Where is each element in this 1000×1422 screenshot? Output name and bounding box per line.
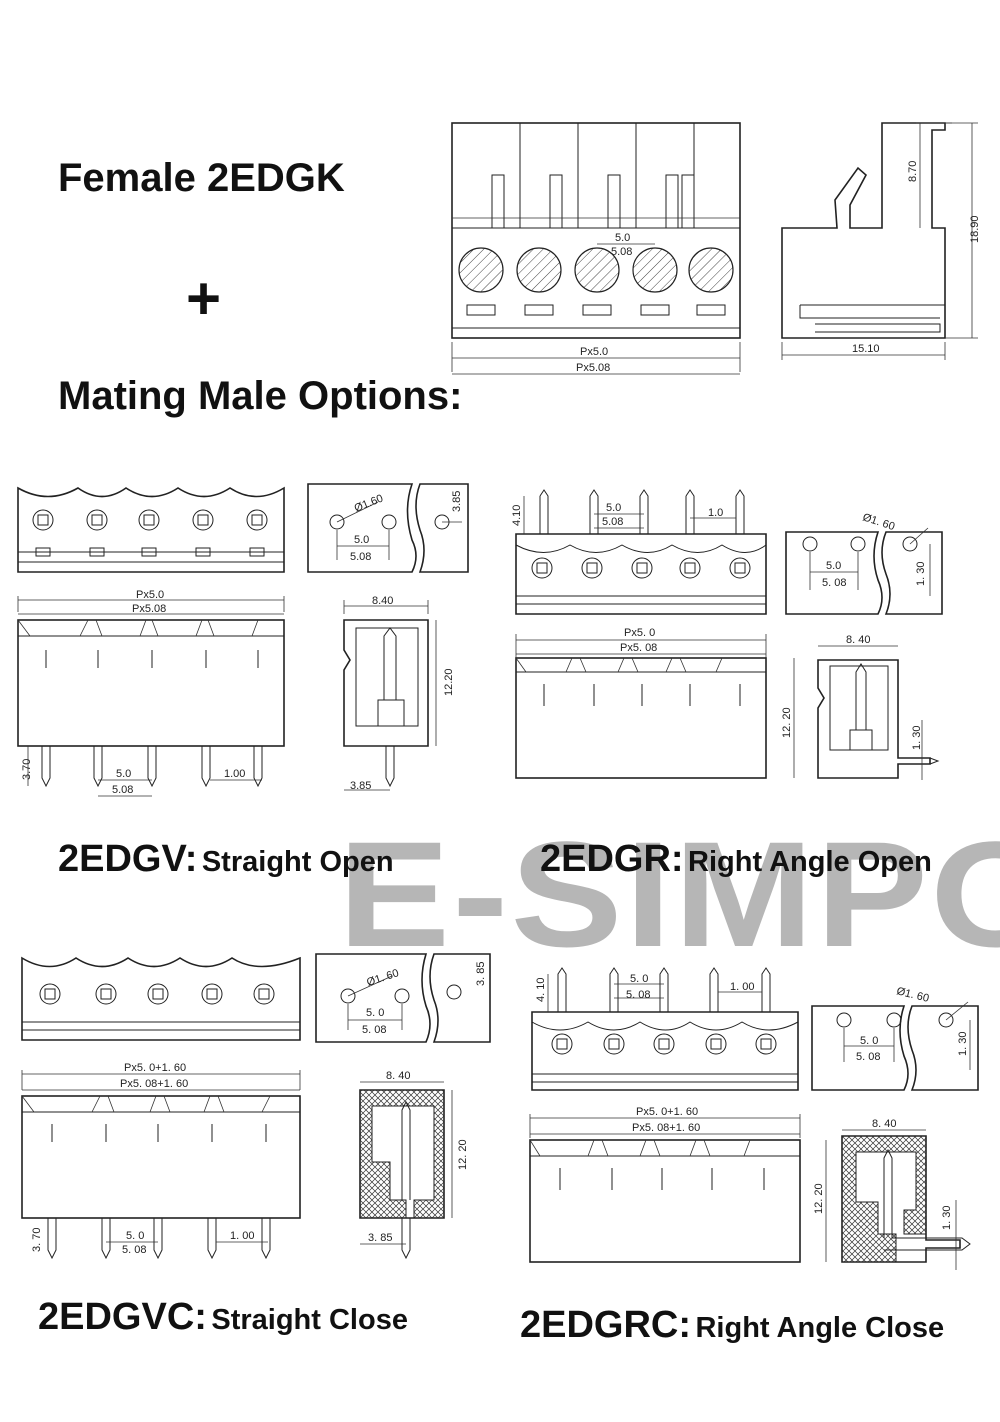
vc-dim-h: 12. 20 — [457, 1139, 469, 1170]
vc-dim-s1: 5. 0 — [366, 1007, 384, 1019]
rc-dim-pin: 4. 10 — [535, 978, 547, 1002]
v-pins — [27, 650, 263, 797]
v-front-view — [17, 596, 285, 747]
v-dim-e: 3.85 — [451, 491, 463, 512]
vc-dim-px1: Px5. 0+1. 60 — [124, 1062, 186, 1074]
rc-dim-px2: Px5. 08+1. 60 — [632, 1122, 700, 1134]
vc-dim-off: 3. 85 — [368, 1232, 392, 1244]
variant-label-v: 2EDGV: Straight Open — [58, 838, 394, 881]
r-dim-e: 1. 30 — [915, 562, 927, 586]
female-dim-w: 15.10 — [852, 343, 880, 355]
vc-dim-pw: 1. 00 — [230, 1230, 254, 1242]
plus-sign: + — [186, 265, 222, 332]
female-pitch-2: 5.08 — [611, 246, 632, 258]
rc-dim-px1: Px5. 0+1. 60 — [636, 1106, 698, 1118]
r-dim-px1: Px5. 0 — [624, 627, 655, 639]
rc-dim-s1: 5. 0 — [860, 1035, 878, 1047]
variant-code: 2EDGR: — [540, 838, 684, 880]
v-dim-pp1: 5.0 — [116, 768, 131, 780]
rc-top-view — [531, 967, 799, 1091]
r-dim-e2: 1. 30 — [911, 726, 923, 750]
vc-dim-pp2: 5. 08 — [122, 1244, 146, 1256]
vc-dim-e: 3. 85 — [475, 962, 487, 986]
v-dim-off: 3.85 — [350, 780, 371, 792]
v-dim-pin: 3.70 — [21, 759, 33, 780]
variant-code: 2EDGRC: — [520, 1304, 692, 1346]
female-heading: Female 2EDGK — [58, 156, 345, 200]
vc-dim-s2: 5. 08 — [362, 1024, 386, 1036]
vc-dim-pp1: 5. 0 — [126, 1230, 144, 1242]
v-hole-view — [307, 483, 469, 573]
v-dim-s2: 5.08 — [350, 551, 371, 563]
rc-hole-view — [811, 1001, 979, 1091]
r-hole-view — [785, 527, 943, 615]
vc-side-view — [359, 1081, 453, 1260]
v-dim-dia: Ø1.60 — [353, 492, 385, 514]
mating-heading: Mating Male Options: — [58, 374, 463, 418]
rc-dim-pw: 1. 00 — [730, 981, 754, 993]
r-side-view — [817, 645, 940, 780]
rc-front-view — [529, 1114, 827, 1263]
variant-desc: Straight Open — [201, 846, 394, 878]
rc-dim-e2: 1. 30 — [941, 1206, 953, 1230]
r-dim-pin: 4.10 — [511, 505, 523, 526]
v-side-view — [343, 600, 437, 791]
vc-dim-pin: 3. 70 — [31, 1228, 43, 1252]
v-dim-s1: 5.0 — [354, 534, 369, 546]
r-dim-dia: Ø1. 60 — [861, 511, 896, 533]
rc-dim-w: 8. 40 — [872, 1118, 896, 1130]
variant-code: 2EDGVC: — [38, 1296, 207, 1338]
r-dim-pp1: 5.0 — [606, 502, 621, 514]
v-dim-px2: Px5.08 — [132, 603, 166, 615]
watermark-text: E-SIMPO — [338, 810, 1000, 978]
v-dim-pp2: 5.08 — [112, 784, 133, 796]
rc-dim-e: 1. 30 — [957, 1032, 969, 1056]
female-pitch-1: 5.0 — [615, 232, 630, 244]
female-px-1: Px5.0 — [580, 346, 608, 358]
variant-label-rc: 2EDGRC: Right Angle Close — [520, 1304, 944, 1347]
female-px-2: Px5.08 — [576, 362, 610, 374]
vc-dim-w: 8. 40 — [386, 1070, 410, 1082]
r-dim-pp2: 5.08 — [602, 516, 623, 528]
r-front-view — [515, 634, 795, 779]
rc-dim-pp1: 5. 0 — [630, 973, 648, 985]
rc-side-view — [841, 1129, 971, 1270]
variant-label-vc: 2EDGVC: Straight Close — [38, 1296, 408, 1339]
r-dim-px2: Px5. 08 — [620, 642, 657, 654]
v-dim-h: 12.20 — [443, 668, 455, 696]
female-dim-h1: 8.70 — [907, 161, 919, 182]
r-dim-s2: 5. 08 — [822, 577, 846, 589]
r-top-view — [515, 489, 767, 615]
v-dim-px1: Px5.0 — [136, 589, 164, 601]
variant-desc: Straight Close — [211, 1304, 408, 1336]
v-dim-pw: 1.00 — [224, 768, 245, 780]
vc-hole-view — [315, 953, 491, 1043]
variant-desc: Right Angle Close — [695, 1312, 945, 1344]
female-dim-h2: 18.90 — [969, 215, 981, 243]
female-side-view — [781, 122, 978, 360]
rc-dim-s2: 5. 08 — [856, 1051, 880, 1063]
rc-dim-pp2: 5. 08 — [626, 989, 650, 1001]
r-dim-pw: 1.0 — [708, 507, 723, 519]
variant-code: 2EDGV: — [58, 838, 198, 880]
v-dim-w: 8.40 — [372, 595, 393, 607]
variant-label-r: 2EDGR: Right Angle Open — [540, 838, 932, 881]
vc-front-view — [21, 1070, 301, 1260]
female-front-view — [451, 122, 741, 375]
vc-dim-px2: Px5. 08+1. 60 — [120, 1078, 188, 1090]
r-dim-h: 12. 20 — [781, 707, 793, 738]
vc-top-view — [21, 956, 301, 1041]
r-dim-w: 8. 40 — [846, 634, 870, 646]
r-dim-s1: 5.0 — [826, 560, 841, 572]
variant-desc: Right Angle Open — [688, 846, 932, 878]
rc-dim-h: 12. 20 — [813, 1183, 825, 1214]
rc-dim-dia: Ø1. 60 — [895, 985, 930, 1005]
v-top-view — [17, 486, 285, 573]
